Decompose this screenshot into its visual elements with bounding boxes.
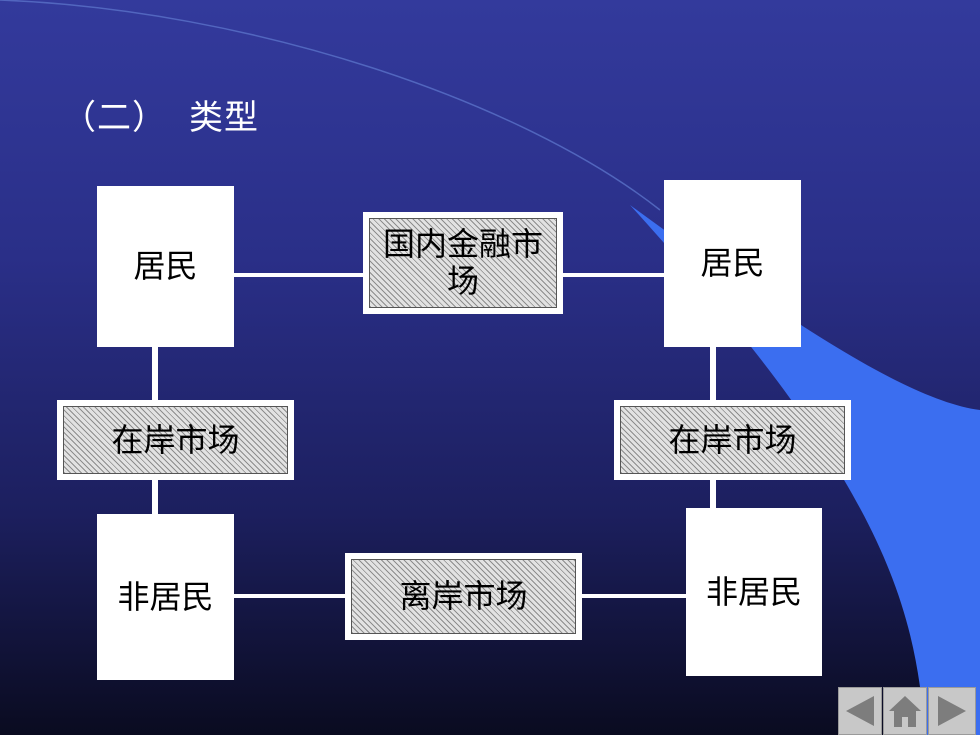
connector-right-lower: [710, 480, 716, 510]
next-slide-button[interactable]: [928, 687, 976, 735]
next-arrow-icon: [938, 696, 966, 726]
domestic-market-label: 国内金融市场: [382, 225, 543, 300]
prev-slide-button[interactable]: [838, 687, 882, 735]
resident-box-left: 居民: [97, 186, 234, 347]
nonresident-box-right: 非居民: [686, 508, 822, 676]
offshore-market-box: 离岸市场: [345, 553, 582, 640]
offshore-market-label: 离岸市场: [399, 577, 528, 616]
nonresident-box-left: 非居民: [97, 514, 234, 680]
connector-left-upper: [152, 346, 158, 400]
nonresident-left-label: 非居民: [117, 577, 214, 616]
connector-right-upper: [710, 346, 716, 400]
onshore-left-label: 在岸市场: [111, 420, 240, 459]
onshore-market-box-right: 在岸市场: [614, 400, 851, 480]
title-text: 类型: [189, 98, 259, 138]
slide-title: （二） 类型: [62, 90, 259, 139]
resident-right-label: 居民: [700, 244, 765, 283]
home-button[interactable]: [883, 687, 927, 735]
domestic-market-box: 国内金融市场: [363, 212, 563, 314]
nonresident-right-label: 非居民: [705, 572, 802, 611]
resident-left-label: 居民: [133, 247, 198, 286]
onshore-market-box-left: 在岸市场: [57, 400, 294, 480]
home-icon: [889, 696, 921, 727]
connector-left-lower: [152, 480, 158, 514]
prev-arrow-icon: [846, 696, 874, 726]
onshore-right-label: 在岸市场: [668, 420, 797, 459]
resident-box-right: 居民: [664, 180, 801, 347]
title-number: （二）: [62, 98, 167, 138]
